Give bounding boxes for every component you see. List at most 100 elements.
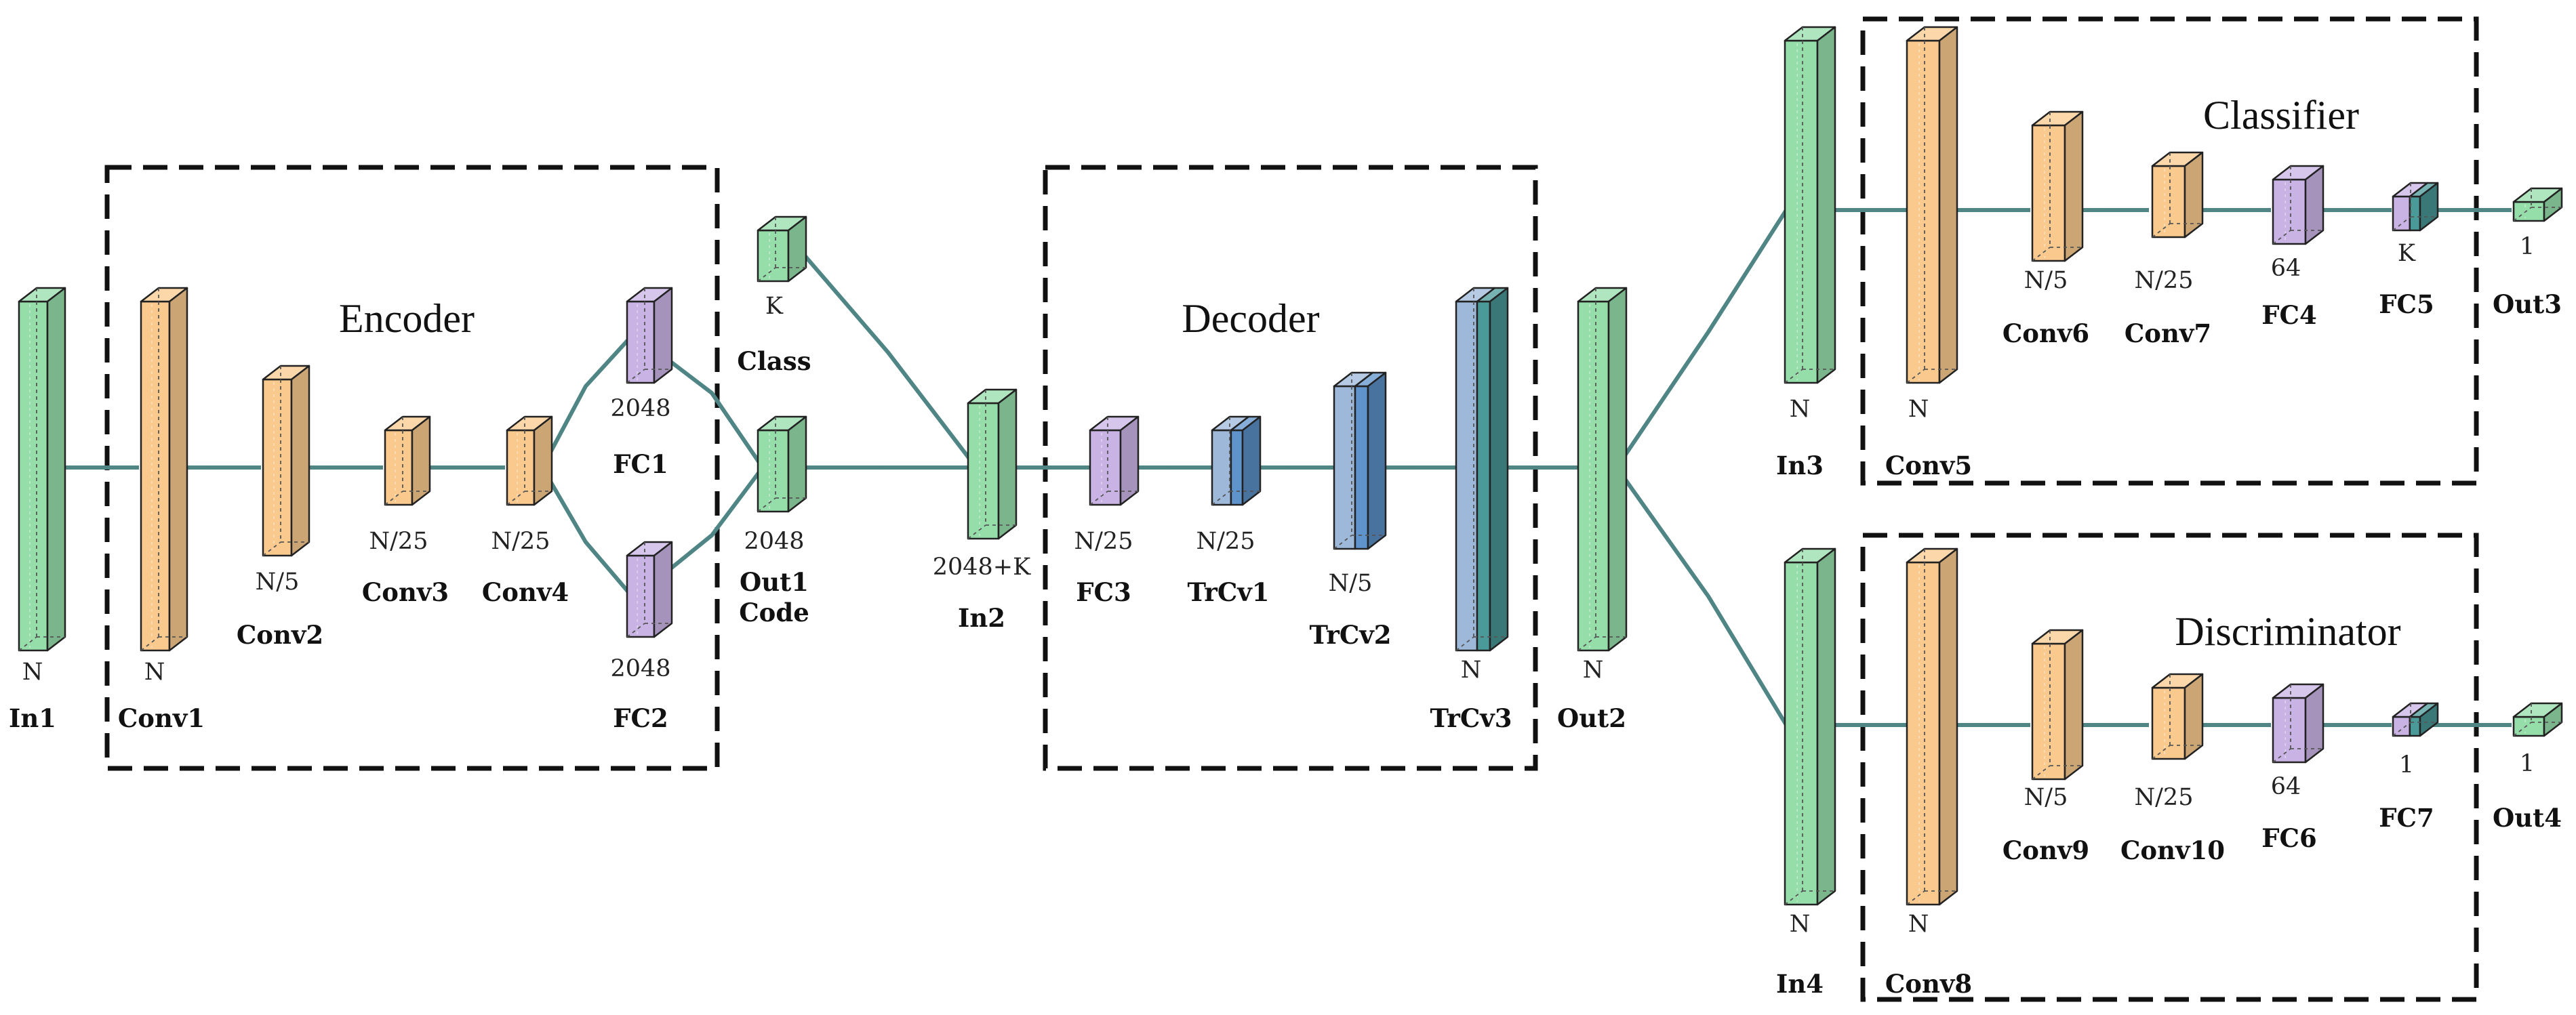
conv3-size: N/25 <box>369 528 428 555</box>
conv9-name: Conv9 <box>2003 835 2089 865</box>
conv7-layer-box <box>2151 151 2204 239</box>
in2-front <box>967 402 1000 540</box>
conv6-layer-box <box>2031 110 2084 262</box>
conv6-side <box>2064 110 2084 262</box>
conv9-side <box>2064 629 2084 781</box>
fc2-name: FC2 <box>613 703 668 733</box>
conv2-layer-box <box>262 365 310 557</box>
discriminator-title: Discriminator <box>2175 609 2400 654</box>
fc5-side <box>2419 182 2439 232</box>
out1-size: 2048 <box>744 528 804 555</box>
decoder-title: Decoder <box>1182 296 1319 341</box>
conv7-name: Conv7 <box>2125 318 2211 348</box>
out4-front <box>2512 716 2545 737</box>
trcv3-layer-box <box>1455 287 1509 652</box>
trcv3-size: N <box>1461 657 1482 684</box>
fc7-front-a <box>2392 716 2411 737</box>
in1-name: In1 <box>9 703 56 733</box>
in1-size: N <box>22 659 43 686</box>
conv5-front <box>1906 39 1941 384</box>
fc1-name: FC1 <box>613 449 668 479</box>
trcv1-front-b <box>1230 429 1244 506</box>
conv3-layer-box <box>384 415 431 506</box>
fc1-side <box>653 287 673 384</box>
fc6-front <box>2272 697 2307 764</box>
fc4-name: FC4 <box>2261 300 2316 330</box>
conv1-size: N <box>144 659 165 686</box>
conv2-size: N/5 <box>256 568 300 596</box>
conv8-name: Conv8 <box>1885 969 1972 999</box>
fc6-side <box>2304 683 2325 764</box>
classifier-frame <box>1860 16 2479 486</box>
out1-subname: Code <box>739 598 809 627</box>
in2-side <box>997 388 1018 540</box>
fc6-layer-box <box>2272 683 2325 764</box>
conv5-name: Conv5 <box>1885 451 1972 480</box>
conv4-layer-box <box>506 415 553 506</box>
conv10-front <box>2151 686 2186 760</box>
conv8-size: N <box>1908 911 1929 938</box>
layers <box>18 26 2563 906</box>
trcv1-layer-box <box>1211 415 1262 506</box>
trcv3-name: TrCv3 <box>1430 703 1512 733</box>
fc7-layer-box <box>2392 702 2439 737</box>
conv9-front <box>2031 642 2066 781</box>
out3-size: 1 <box>2520 233 2535 260</box>
in1-layer-box <box>18 287 66 652</box>
arrow-conv4-fc1 <box>540 337 631 469</box>
fc2-side <box>653 541 673 638</box>
out2-name: Out2 <box>1557 703 1626 733</box>
out2-size: N <box>1583 657 1604 684</box>
out1-layer-box <box>757 415 807 513</box>
in4-size: N <box>1790 911 1811 938</box>
in2-size: 2048+K <box>933 554 1031 581</box>
out1-front <box>757 429 790 513</box>
fc3-name: FC3 <box>1076 577 1131 607</box>
out4-size: 1 <box>2520 750 2535 777</box>
in3-layer-box <box>1784 26 1836 384</box>
size-labels: N N N/5 N/25 N/25 2048 2048 K 2048 2048+… <box>22 233 2535 938</box>
in4-front <box>1784 561 1819 906</box>
conv10-size: N/25 <box>2135 784 2194 811</box>
out3-front <box>2512 201 2545 222</box>
fc4-layer-box <box>2272 165 2325 245</box>
fc5-layer-box <box>2392 182 2439 232</box>
conv2-name: Conv2 <box>237 620 323 650</box>
conv5-size: N <box>1908 396 1929 423</box>
in2-layer-box <box>967 388 1018 540</box>
trcv2-front-b <box>1354 385 1369 550</box>
conv3-side <box>411 415 431 506</box>
out2-layer-box <box>1577 287 1628 652</box>
out2-front <box>1577 300 1610 652</box>
fc2-layer-box <box>626 541 673 638</box>
fc7-front-b <box>2409 716 2421 737</box>
in1-side <box>46 287 66 652</box>
layer-names: In1 Conv1 Conv2 Conv3 Conv4 FC1 FC2 Clas… <box>9 289 2562 999</box>
fc4-size: 64 <box>2271 255 2301 282</box>
conv2-front <box>262 378 293 557</box>
fc2-front <box>626 554 656 638</box>
conv5-side <box>1938 26 1958 384</box>
fc3-front <box>1089 429 1122 506</box>
fc5-name: FC5 <box>2379 289 2434 319</box>
arrow-out2-in4 <box>1615 466 1788 726</box>
conv6-front <box>2031 124 2066 262</box>
conv9-size: N/5 <box>2024 784 2068 811</box>
trcv3-front-a <box>1455 300 1478 652</box>
fc7-size: 1 <box>2399 751 2414 779</box>
trcv2-name: TrCv2 <box>1309 620 1391 650</box>
discriminator-frame <box>1860 533 2479 1002</box>
conv7-size: N/25 <box>2135 267 2194 294</box>
fc7-name: FC7 <box>2379 803 2434 833</box>
out3-layer-box <box>2512 187 2563 222</box>
fc1-front <box>626 300 656 384</box>
fc6-size: 64 <box>2271 773 2301 800</box>
in4-name: In4 <box>1776 969 1824 999</box>
fc2-size: 2048 <box>610 655 670 682</box>
fc6-name: FC6 <box>2261 823 2316 853</box>
in2-name: In2 <box>958 603 1005 633</box>
fc1-size: 2048 <box>610 395 670 422</box>
classifier-title: Classifier <box>2203 93 2359 138</box>
trcv2-layer-box <box>1333 371 1387 550</box>
